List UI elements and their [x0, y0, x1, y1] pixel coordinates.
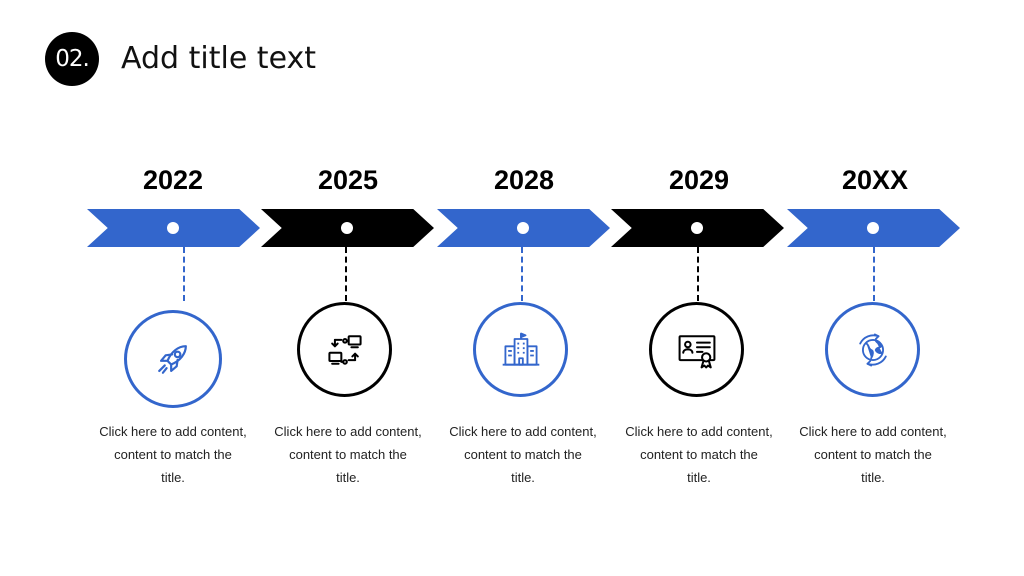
timeline-year: 20XX — [841, 165, 909, 195]
timeline-marker-dot — [867, 222, 879, 234]
icon-circle — [473, 302, 568, 397]
rocket-icon — [158, 345, 187, 374]
timeline-marker-dot — [517, 222, 529, 234]
timeline-year: 2022 — [142, 165, 204, 195]
timeline-description: Click here to add content, content to ma… — [799, 424, 947, 485]
dashed-connector — [697, 247, 699, 301]
office-building-icon — [502, 332, 539, 366]
timeline-marker-dot — [341, 222, 353, 234]
icon-circle — [124, 310, 222, 408]
timeline-year: 2029 — [668, 165, 730, 195]
icon-circle — [649, 302, 744, 397]
timeline-marker-dot — [167, 222, 179, 234]
dashed-connector — [345, 247, 347, 301]
dashed-connector — [873, 247, 875, 301]
timeline-year: 2025 — [317, 165, 379, 195]
timeline-marker-dot — [691, 222, 703, 234]
section-number: 02. — [55, 46, 90, 72]
timeline-description: Click here to add content, content to ma… — [99, 424, 247, 485]
network-computers-icon — [327, 334, 362, 365]
section-number-badge: 02. — [45, 32, 99, 86]
icon-circle — [825, 302, 920, 397]
page-title: Add title text — [121, 41, 317, 76]
timeline-description: Click here to add content, content to ma… — [449, 424, 597, 485]
dashed-connector — [183, 247, 185, 301]
timeline-description: Click here to add content, content to ma… — [625, 424, 773, 485]
dashed-connector — [521, 247, 523, 301]
certificate-icon — [678, 334, 715, 368]
timeline-description: Click here to add content, content to ma… — [274, 424, 422, 485]
timeline-year: 2028 — [493, 165, 555, 195]
icon-circle — [297, 302, 392, 397]
globe-icon — [858, 333, 887, 366]
